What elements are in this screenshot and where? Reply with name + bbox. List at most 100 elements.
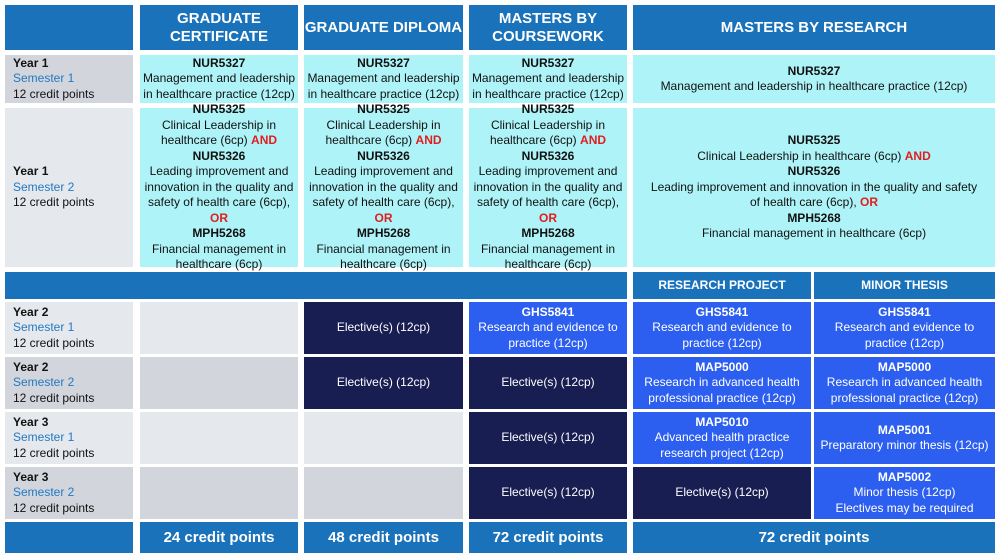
footer-masters-research: 72 credit points bbox=[633, 522, 995, 553]
cell-gd-y2s2: Elective(s) (12cp) bbox=[304, 357, 463, 409]
unit-code: MPH5268 bbox=[356, 226, 411, 241]
unit-code: MPH5268 bbox=[192, 226, 246, 241]
cell-mr-y1s2: NUR5325 Clinical Leadership in healthcar… bbox=[633, 108, 995, 267]
footer-corner bbox=[5, 522, 133, 553]
unit-code: NUR5327 bbox=[192, 55, 246, 70]
unit-name: Clinical Leadership in healthcare (6cp) bbox=[489, 117, 606, 148]
year-label: Year 2 bbox=[13, 359, 49, 374]
cell-mc-y2s2: Elective(s) (12cp) bbox=[469, 357, 627, 409]
unit-code: MPH5268 bbox=[521, 226, 575, 241]
unit-name: Clinical Leadership in healthcare (6cp) bbox=[160, 117, 277, 148]
unit-name-with-connector: Leading improvement and innovation in th… bbox=[144, 164, 294, 226]
and-connector: AND bbox=[251, 133, 278, 148]
unit-name-with-connector: Clinical Leadership in healthcare (6cp) … bbox=[473, 118, 623, 149]
unit-code: MAP5001 bbox=[877, 422, 932, 437]
subheader-research-project: RESEARCH PROJECT bbox=[633, 272, 811, 299]
credit-label: 12 credit points bbox=[13, 335, 95, 350]
cell-gd-y2s1: Elective(s) (12cp) bbox=[304, 302, 463, 354]
cell-mt-y3s1: MAP5001 Preparatory minor thesis (12cp) bbox=[814, 412, 995, 464]
cell-gd-y1s1: NUR5327 Management and leadership in hea… bbox=[304, 55, 463, 103]
unit-name: Research and evidence to practice (12cp) bbox=[652, 320, 792, 350]
header-masters-research: MASTERS BY RESEARCH bbox=[633, 5, 995, 50]
cell-mt-y2s2: MAP5000 Research in advanced health prof… bbox=[814, 357, 995, 409]
elective-label: Elective(s) (12cp) bbox=[336, 375, 431, 390]
unit-code: MAP5002 bbox=[877, 469, 932, 484]
unit-name: Leading improvement and innovation in th… bbox=[144, 164, 294, 210]
unit-name: Advanced health practice research projec… bbox=[654, 430, 790, 460]
unit-code: MAP5010 bbox=[695, 414, 749, 429]
cell-gc-y3s2 bbox=[140, 467, 298, 519]
semester-label: Semester 1 bbox=[13, 430, 75, 445]
footer-credit-total: 48 credit points bbox=[328, 528, 439, 546]
elective-label: Elective(s) (12cp) bbox=[501, 430, 595, 445]
unit-code: GHS5841 bbox=[878, 304, 931, 319]
unit-code: NUR5326 bbox=[357, 148, 410, 163]
semester-label: Semester 1 bbox=[13, 71, 75, 86]
cell-mr-y1s1: NUR5327 Management and leadership in hea… bbox=[633, 55, 995, 103]
cell-gc-y1s2: NUR5325 Clinical Leadership in healthcar… bbox=[140, 102, 298, 271]
unit-code: NUR5326 bbox=[192, 148, 246, 163]
cell-mc-y1s2: NUR5325 Clinical Leadership in healthcar… bbox=[469, 102, 627, 271]
unit-code: NUR5325 bbox=[787, 133, 841, 148]
credit-label: 12 credit points bbox=[13, 390, 95, 405]
cell-gd-y3s1 bbox=[304, 412, 463, 464]
unit-name-with-connector: Clinical Leadership in healthcare (6cp) … bbox=[144, 118, 294, 149]
separator-band bbox=[5, 272, 627, 299]
unit-name: Financial management in healthcare (6cp) bbox=[316, 241, 451, 272]
cell-mt-y2s1: GHS5841 Research and evidence to practic… bbox=[814, 302, 995, 354]
header-graduate-diploma-label: GRADUATE DIPLOMA bbox=[304, 18, 463, 36]
or-connector: OR bbox=[539, 210, 557, 225]
unit-code: NUR5327 bbox=[521, 55, 575, 70]
cell-mc-y1s1: NUR5327 Management and leadership in hea… bbox=[469, 55, 627, 103]
footer-credit-total: 72 credit points bbox=[758, 528, 870, 546]
cell-gd-y1s2: NUR5325 Clinical Leadership in healthcar… bbox=[304, 102, 463, 271]
unit-name: Research in advanced health professional… bbox=[826, 375, 983, 405]
elective-label: Elective(s) (12cp) bbox=[675, 485, 769, 500]
year-label: Year 3 bbox=[13, 469, 49, 484]
row-label-y1s1: Year 1 Semester 1 12 credit points bbox=[5, 55, 133, 103]
cell-rp-y2s1: GHS5841 Research and evidence to practic… bbox=[633, 302, 811, 354]
footer-graduate-certificate: 24 credit points bbox=[140, 522, 298, 553]
year-label: Year 2 bbox=[13, 304, 49, 319]
unit-name: Leading improvement and innovation in th… bbox=[309, 164, 458, 210]
unit-name: Research in advanced health professional… bbox=[644, 375, 800, 405]
unit-code: GHS5841 bbox=[695, 304, 749, 319]
unit-code: NUR5325 bbox=[192, 102, 246, 117]
semester-label: Semester 2 bbox=[13, 179, 75, 194]
and-connector: AND bbox=[415, 133, 442, 148]
header-graduate-certificate-label: GRADUATE CERTIFICATE bbox=[169, 9, 269, 45]
semester-label: Semester 2 bbox=[13, 375, 75, 390]
subheader-research-project-label: RESEARCH PROJECT bbox=[658, 277, 786, 292]
unit-name: Management and leadership in healthcare … bbox=[307, 71, 460, 101]
header-masters-research-label: MASTERS BY RESEARCH bbox=[720, 18, 908, 36]
footer-credit-total: 24 credit points bbox=[163, 528, 275, 546]
subheader-minor-thesis-label: MINOR THESIS bbox=[861, 277, 948, 292]
unit-name: Research and evidence to practice (12cp) bbox=[834, 320, 975, 350]
cell-rp-y2s2: MAP5000 Research in advanced health prof… bbox=[633, 357, 811, 409]
cell-rp-y3s2: Elective(s) (12cp) bbox=[633, 467, 811, 519]
cell-rp-y3s1: MAP5010 Advanced health practice researc… bbox=[633, 412, 811, 464]
unit-name-with-connector: Clinical Leadership in healthcare (6cp) … bbox=[697, 149, 930, 165]
cell-gc-y2s2 bbox=[140, 357, 298, 409]
row-label-y1s2: Year 1 Semester 2 12 credit points bbox=[5, 108, 133, 267]
unit-name: Financial management in healthcare (6cp) bbox=[480, 241, 616, 272]
elective-label: Elective(s) (12cp) bbox=[501, 485, 595, 500]
cell-mc-y3s1: Elective(s) (12cp) bbox=[469, 412, 627, 464]
unit-name: Minor thesis (12cp) bbox=[853, 485, 956, 500]
or-connector: OR bbox=[374, 210, 393, 225]
unit-name: Leading improvement and innovation in th… bbox=[650, 179, 978, 210]
unit-code: NUR5326 bbox=[521, 148, 575, 163]
unit-name: Management and leadership in healthcare … bbox=[142, 71, 296, 101]
unit-name: Financial management in healthcare (6cp) bbox=[701, 226, 927, 241]
unit-code: NUR5325 bbox=[357, 102, 410, 117]
elective-label: Elective(s) (12cp) bbox=[336, 320, 431, 335]
footer-graduate-diploma: 48 credit points bbox=[304, 522, 463, 553]
unit-name-with-connector: Leading improvement and innovation in th… bbox=[473, 164, 623, 226]
row-label-y2s1: Year 2 Semester 1 12 credit points bbox=[5, 302, 133, 354]
and-connector: AND bbox=[904, 148, 931, 163]
subheader-minor-thesis: MINOR THESIS bbox=[814, 272, 995, 299]
row-label-y3s2: Year 3 Semester 2 12 credit points bbox=[5, 467, 133, 519]
unit-name-with-connector: Leading improvement and innovation in th… bbox=[645, 180, 983, 211]
unit-code: NUR5326 bbox=[787, 164, 841, 179]
unit-code: GHS5841 bbox=[521, 304, 575, 319]
